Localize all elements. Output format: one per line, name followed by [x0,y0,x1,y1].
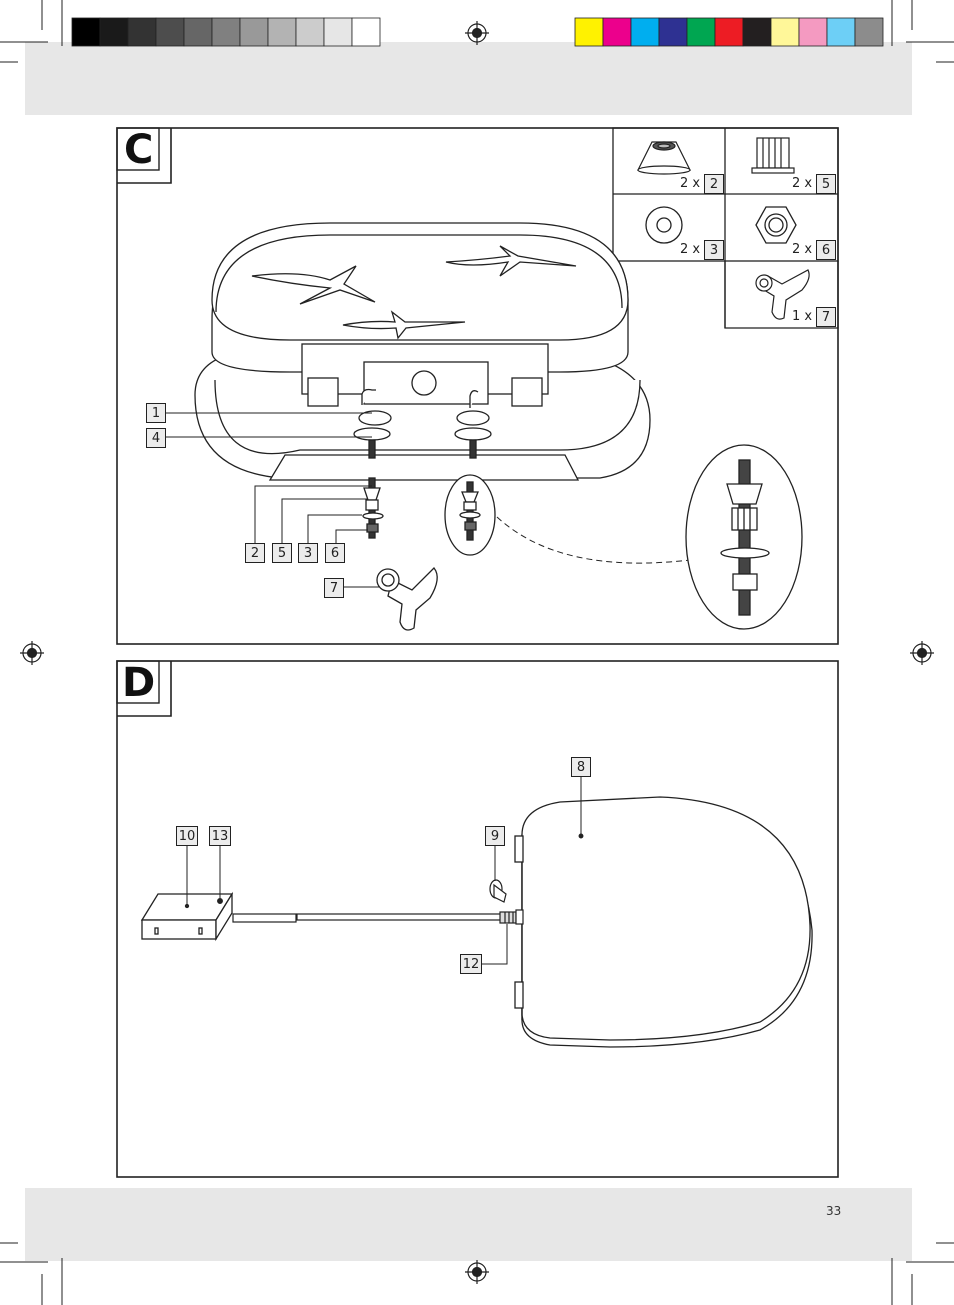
bolt-detail-small-oval [444,474,496,556]
callout-label: 3 [298,543,318,563]
calibration-swatch [854,17,884,47]
cable-drawing [232,909,524,925]
calibration-swatch [574,17,604,47]
callout-label: 10 [176,826,198,846]
parts-number-label: 7 [816,307,836,327]
callout-label: 13 [209,826,231,846]
hex-nut-part-icon [755,206,797,244]
callout-label: 1 [146,403,166,423]
bolt-detail-large-oval [685,444,803,630]
parts-number-label: 2 [704,174,724,194]
calibration-swatch [99,17,129,47]
toilet-seat-assembly-drawing [194,222,651,481]
parts-number-label: 5 [816,174,836,194]
parts-table-grid [612,127,839,329]
callout-label: 4 [146,428,166,448]
calibration-swatch [658,17,688,47]
grayscale-calibration-bar [71,17,381,47]
parts-quantity: 2 x [680,176,701,191]
bottom-gray-band [25,1188,912,1261]
flat-washer-part-icon [645,206,683,244]
calibration-swatch [295,17,325,47]
wing-wrench-drawing [376,567,438,631]
calibration-swatch [798,17,828,47]
top-gray-band [25,42,912,115]
calibration-swatch [155,17,185,47]
calibration-swatch [742,17,772,47]
color-calibration-bar [574,17,884,47]
parts-number-label: 6 [816,240,836,260]
toilet-seat-top-view-drawing [514,796,813,1048]
calibration-swatch [127,17,157,47]
registration-mark-icon [910,641,934,665]
panel-d-frame [116,660,839,1178]
calibration-swatch [686,17,716,47]
registration-mark-icon [465,1260,489,1284]
wing-wrench-part-icon [755,269,810,320]
sleeve-part-icon [751,137,795,174]
callout-label: 12 [460,954,482,974]
callout-label: 7 [324,578,344,598]
calibration-swatch [239,17,269,47]
hinge-bolt-drawing [353,388,492,539]
adjustment-knob-drawing [489,879,507,903]
parts-quantity: 2 x [792,242,813,257]
callout-leader-lines [186,776,582,965]
parts-number-label: 3 [704,240,724,260]
parts-quantity: 2 x [792,176,813,191]
panel-c-letter: C [124,127,154,173]
page-number: 33 [826,1204,842,1218]
callout-label: 6 [325,543,345,563]
callout-label: 8 [571,757,591,777]
panel-c-frame [116,127,839,645]
calibration-swatch [323,17,353,47]
registration-mark-icon [465,21,489,45]
parts-quantity: 2 x [680,242,701,257]
calibration-swatch [267,17,297,47]
callout-label: 9 [485,826,505,846]
cone-washer-part-icon [637,141,691,175]
control-box-drawing [140,891,234,942]
callout-label: 5 [272,543,292,563]
callout-label: 2 [245,543,265,563]
calibration-swatch [211,17,241,47]
calibration-swatch [714,17,744,47]
calibration-swatch [351,17,381,47]
calibration-swatch [602,17,632,47]
calibration-swatch [630,17,660,47]
calibration-swatch [183,17,213,47]
parts-quantity: 1 x [792,309,813,324]
panel-d-letter: D [122,660,156,706]
calibration-swatch [826,17,856,47]
registration-mark-icon [20,641,44,665]
calibration-swatch [770,17,800,47]
calibration-swatch [71,17,101,47]
